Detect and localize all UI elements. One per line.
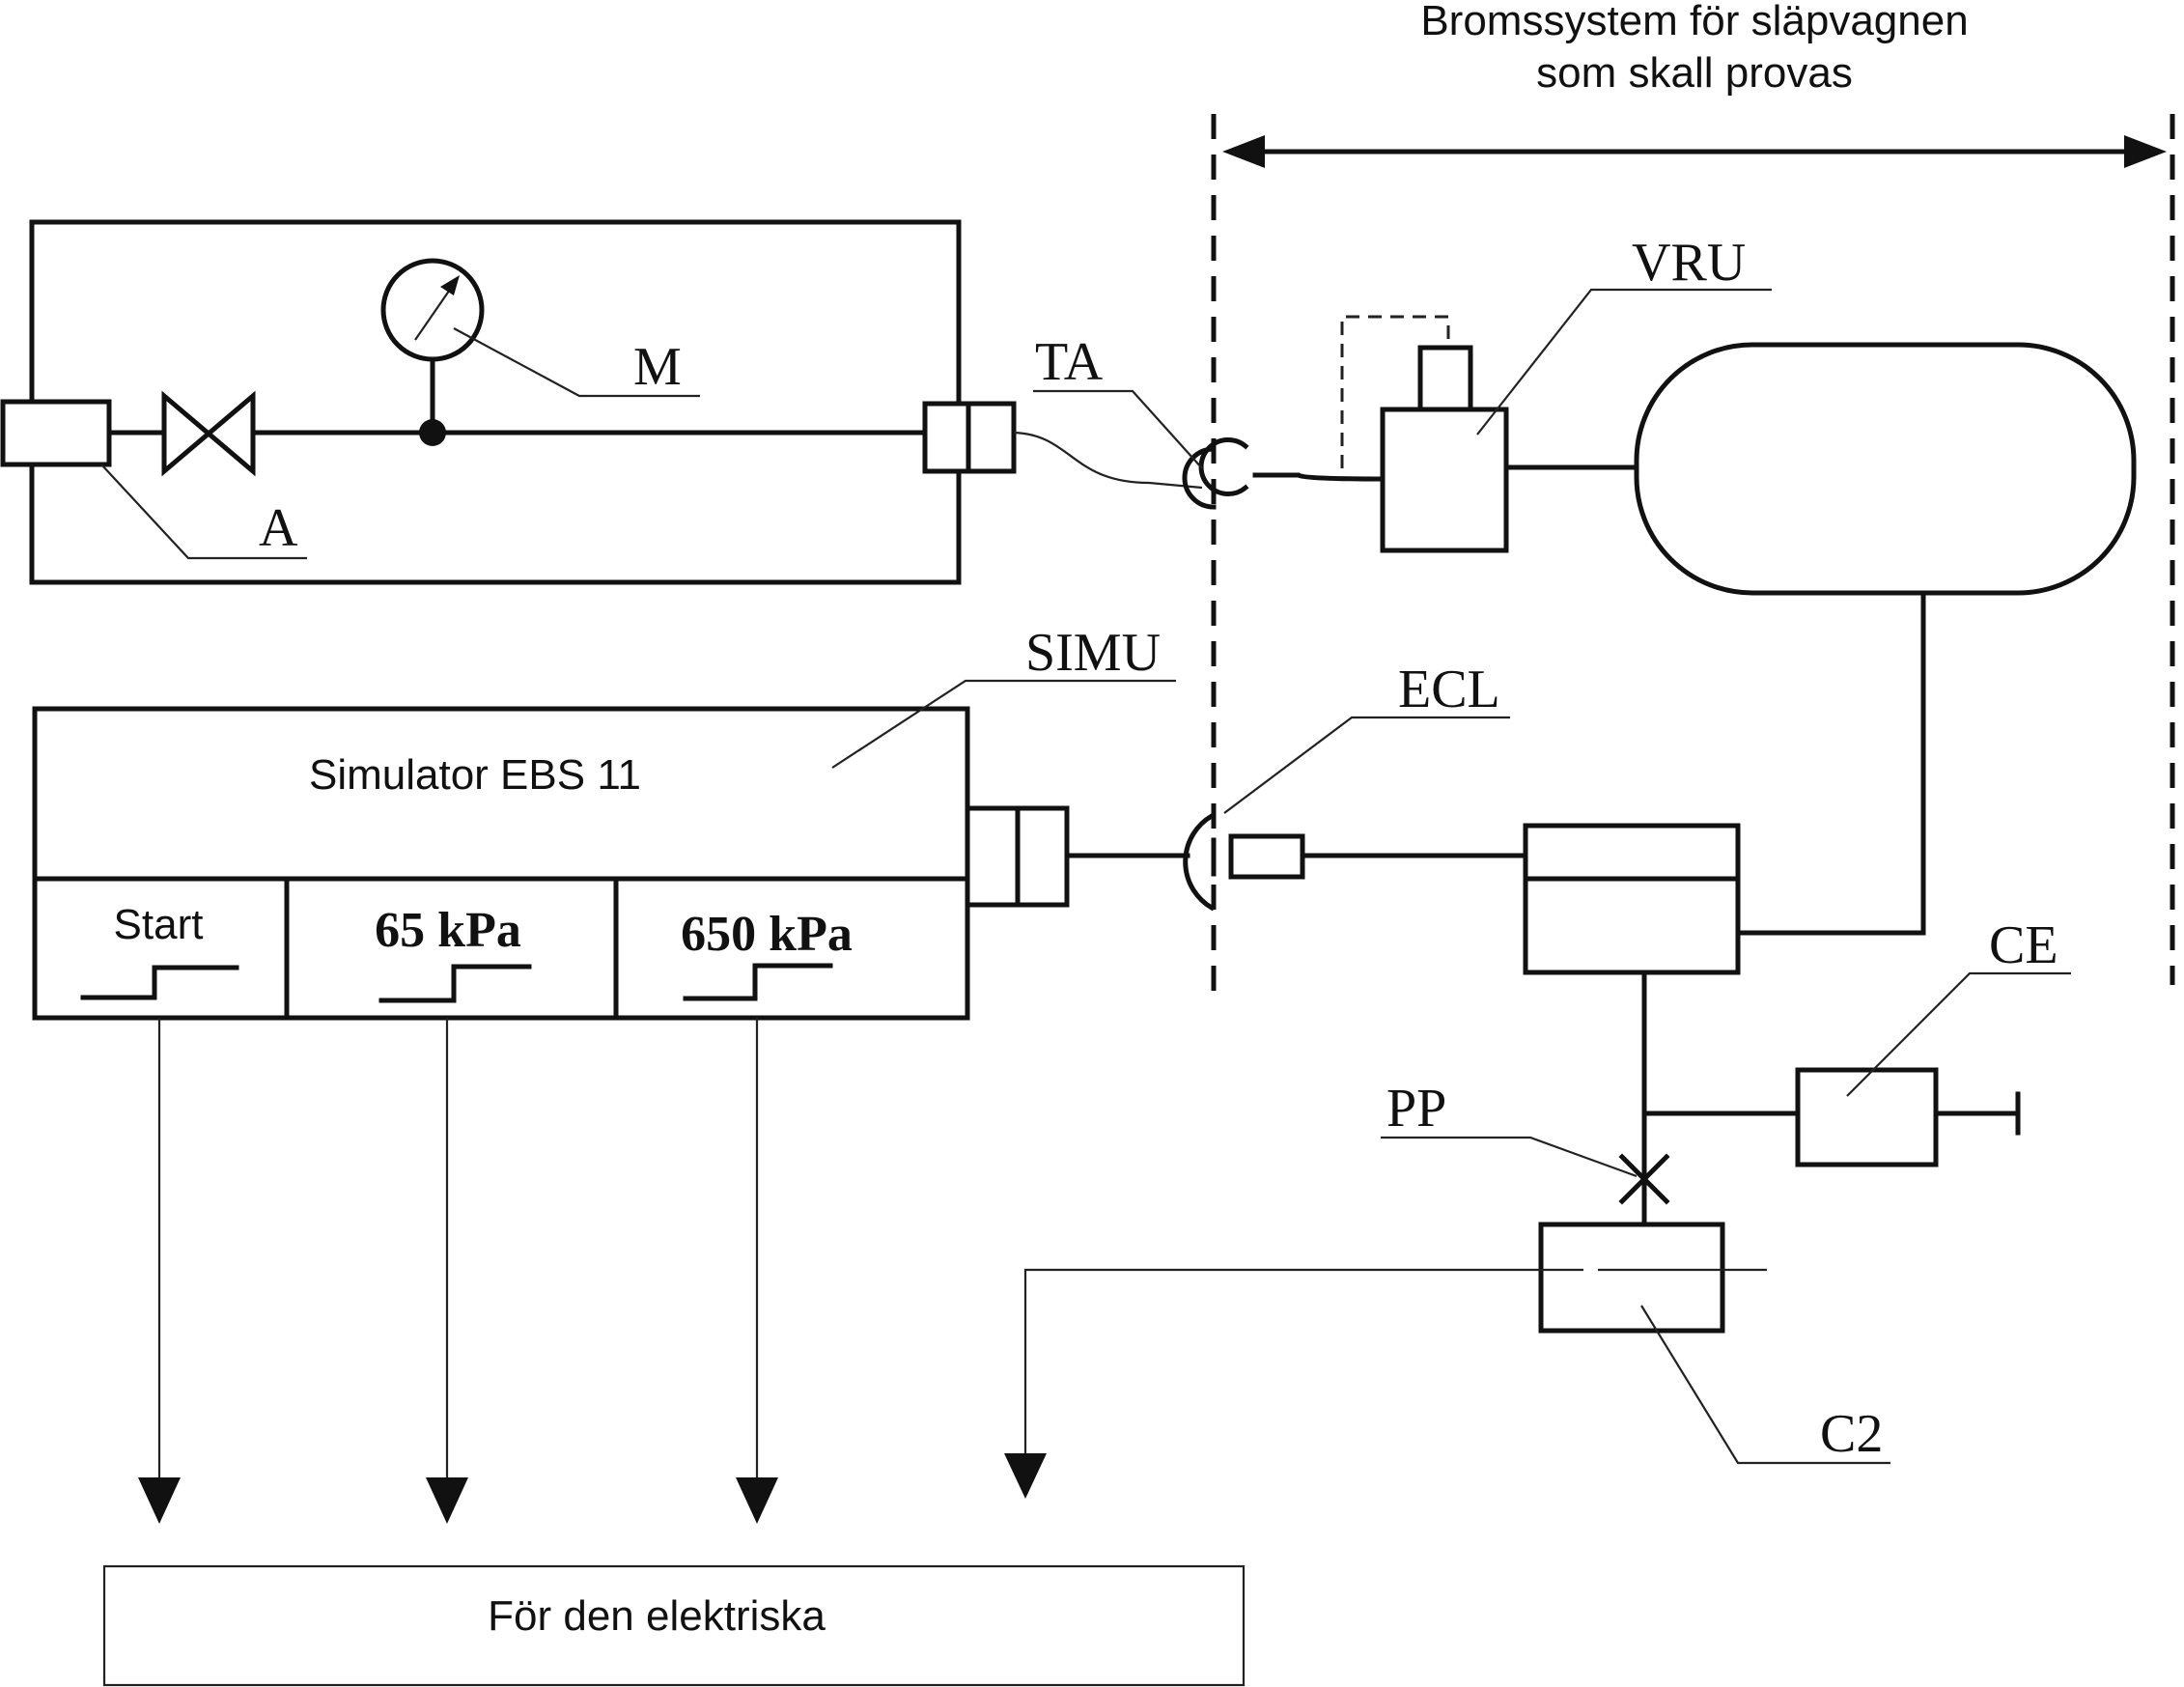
label-a: A xyxy=(259,498,298,558)
manometer-icon xyxy=(380,258,485,446)
leader-ecl xyxy=(1223,716,1510,814)
label-ta: TA xyxy=(1035,332,1104,392)
leader-a xyxy=(100,464,307,560)
leader-ce xyxy=(1846,971,2071,1097)
pressure-sensor-c2 xyxy=(1538,1222,1767,1334)
step-signal-icon xyxy=(80,965,239,1000)
simulator-title: Simulator EBS 11 xyxy=(309,751,641,799)
start-button[interactable]: Start xyxy=(80,901,239,1000)
air-reservoir xyxy=(1634,342,2137,596)
header-line-2: som skall provas xyxy=(1536,49,1853,97)
leader-m xyxy=(453,327,700,398)
brake-chamber-ce xyxy=(1795,1067,2021,1167)
label-vru: VRU xyxy=(1632,233,1746,293)
electrical-recorder-box xyxy=(102,1564,1246,1687)
arrow-down-icon xyxy=(736,1477,778,1524)
electrical-connector-icon xyxy=(965,805,1070,908)
pressure-65-button[interactable]: 65 kPa xyxy=(375,903,532,1003)
label-c2: C2 xyxy=(1820,1404,1883,1464)
leader-pp xyxy=(1381,1136,1638,1178)
label-ce: CE xyxy=(1989,915,2058,975)
pressure-65-label: 65 kPa xyxy=(375,903,521,958)
compressor-connector-a xyxy=(0,399,112,467)
leader-vru xyxy=(1476,288,1772,436)
brake-modulator xyxy=(1523,823,1741,975)
step-signal-icon xyxy=(378,964,532,1003)
ecl-coupling-icon xyxy=(1183,812,1305,912)
footer-label: För den elektriska xyxy=(488,1592,826,1640)
sensor-signal-line xyxy=(1023,1268,1541,1458)
pressure-650-button[interactable]: 650 kPa xyxy=(681,907,853,1001)
relay-valve-vru xyxy=(1380,345,1509,553)
leader-ta xyxy=(1033,389,1203,469)
extent-arrow xyxy=(1222,135,2167,168)
step-signal-icon xyxy=(683,963,833,1001)
label-simu: SIMU xyxy=(1025,623,1161,683)
label-m: M xyxy=(633,337,682,397)
pneumatic-coupling-icon xyxy=(922,401,1017,474)
header-line-1: Bromssystem för släpvagnen xyxy=(1420,0,1968,44)
test-point-pp-icon xyxy=(1618,1153,1670,1205)
label-pp: PP xyxy=(1386,1079,1446,1139)
pressure-650-label: 650 kPa xyxy=(681,907,853,962)
vru-control-line xyxy=(1340,315,1450,468)
label-ecl: ECL xyxy=(1398,660,1500,719)
arrow-down-icon xyxy=(138,1477,181,1524)
hose-ta xyxy=(1013,431,1203,490)
leader-simu xyxy=(831,679,1176,769)
leader-c2 xyxy=(1640,1305,1890,1465)
start-button-label: Start xyxy=(114,901,204,948)
shutoff-valve-icon xyxy=(161,390,256,477)
arrow-down-icon xyxy=(426,1477,468,1524)
arrow-down-icon xyxy=(1004,1453,1047,1499)
